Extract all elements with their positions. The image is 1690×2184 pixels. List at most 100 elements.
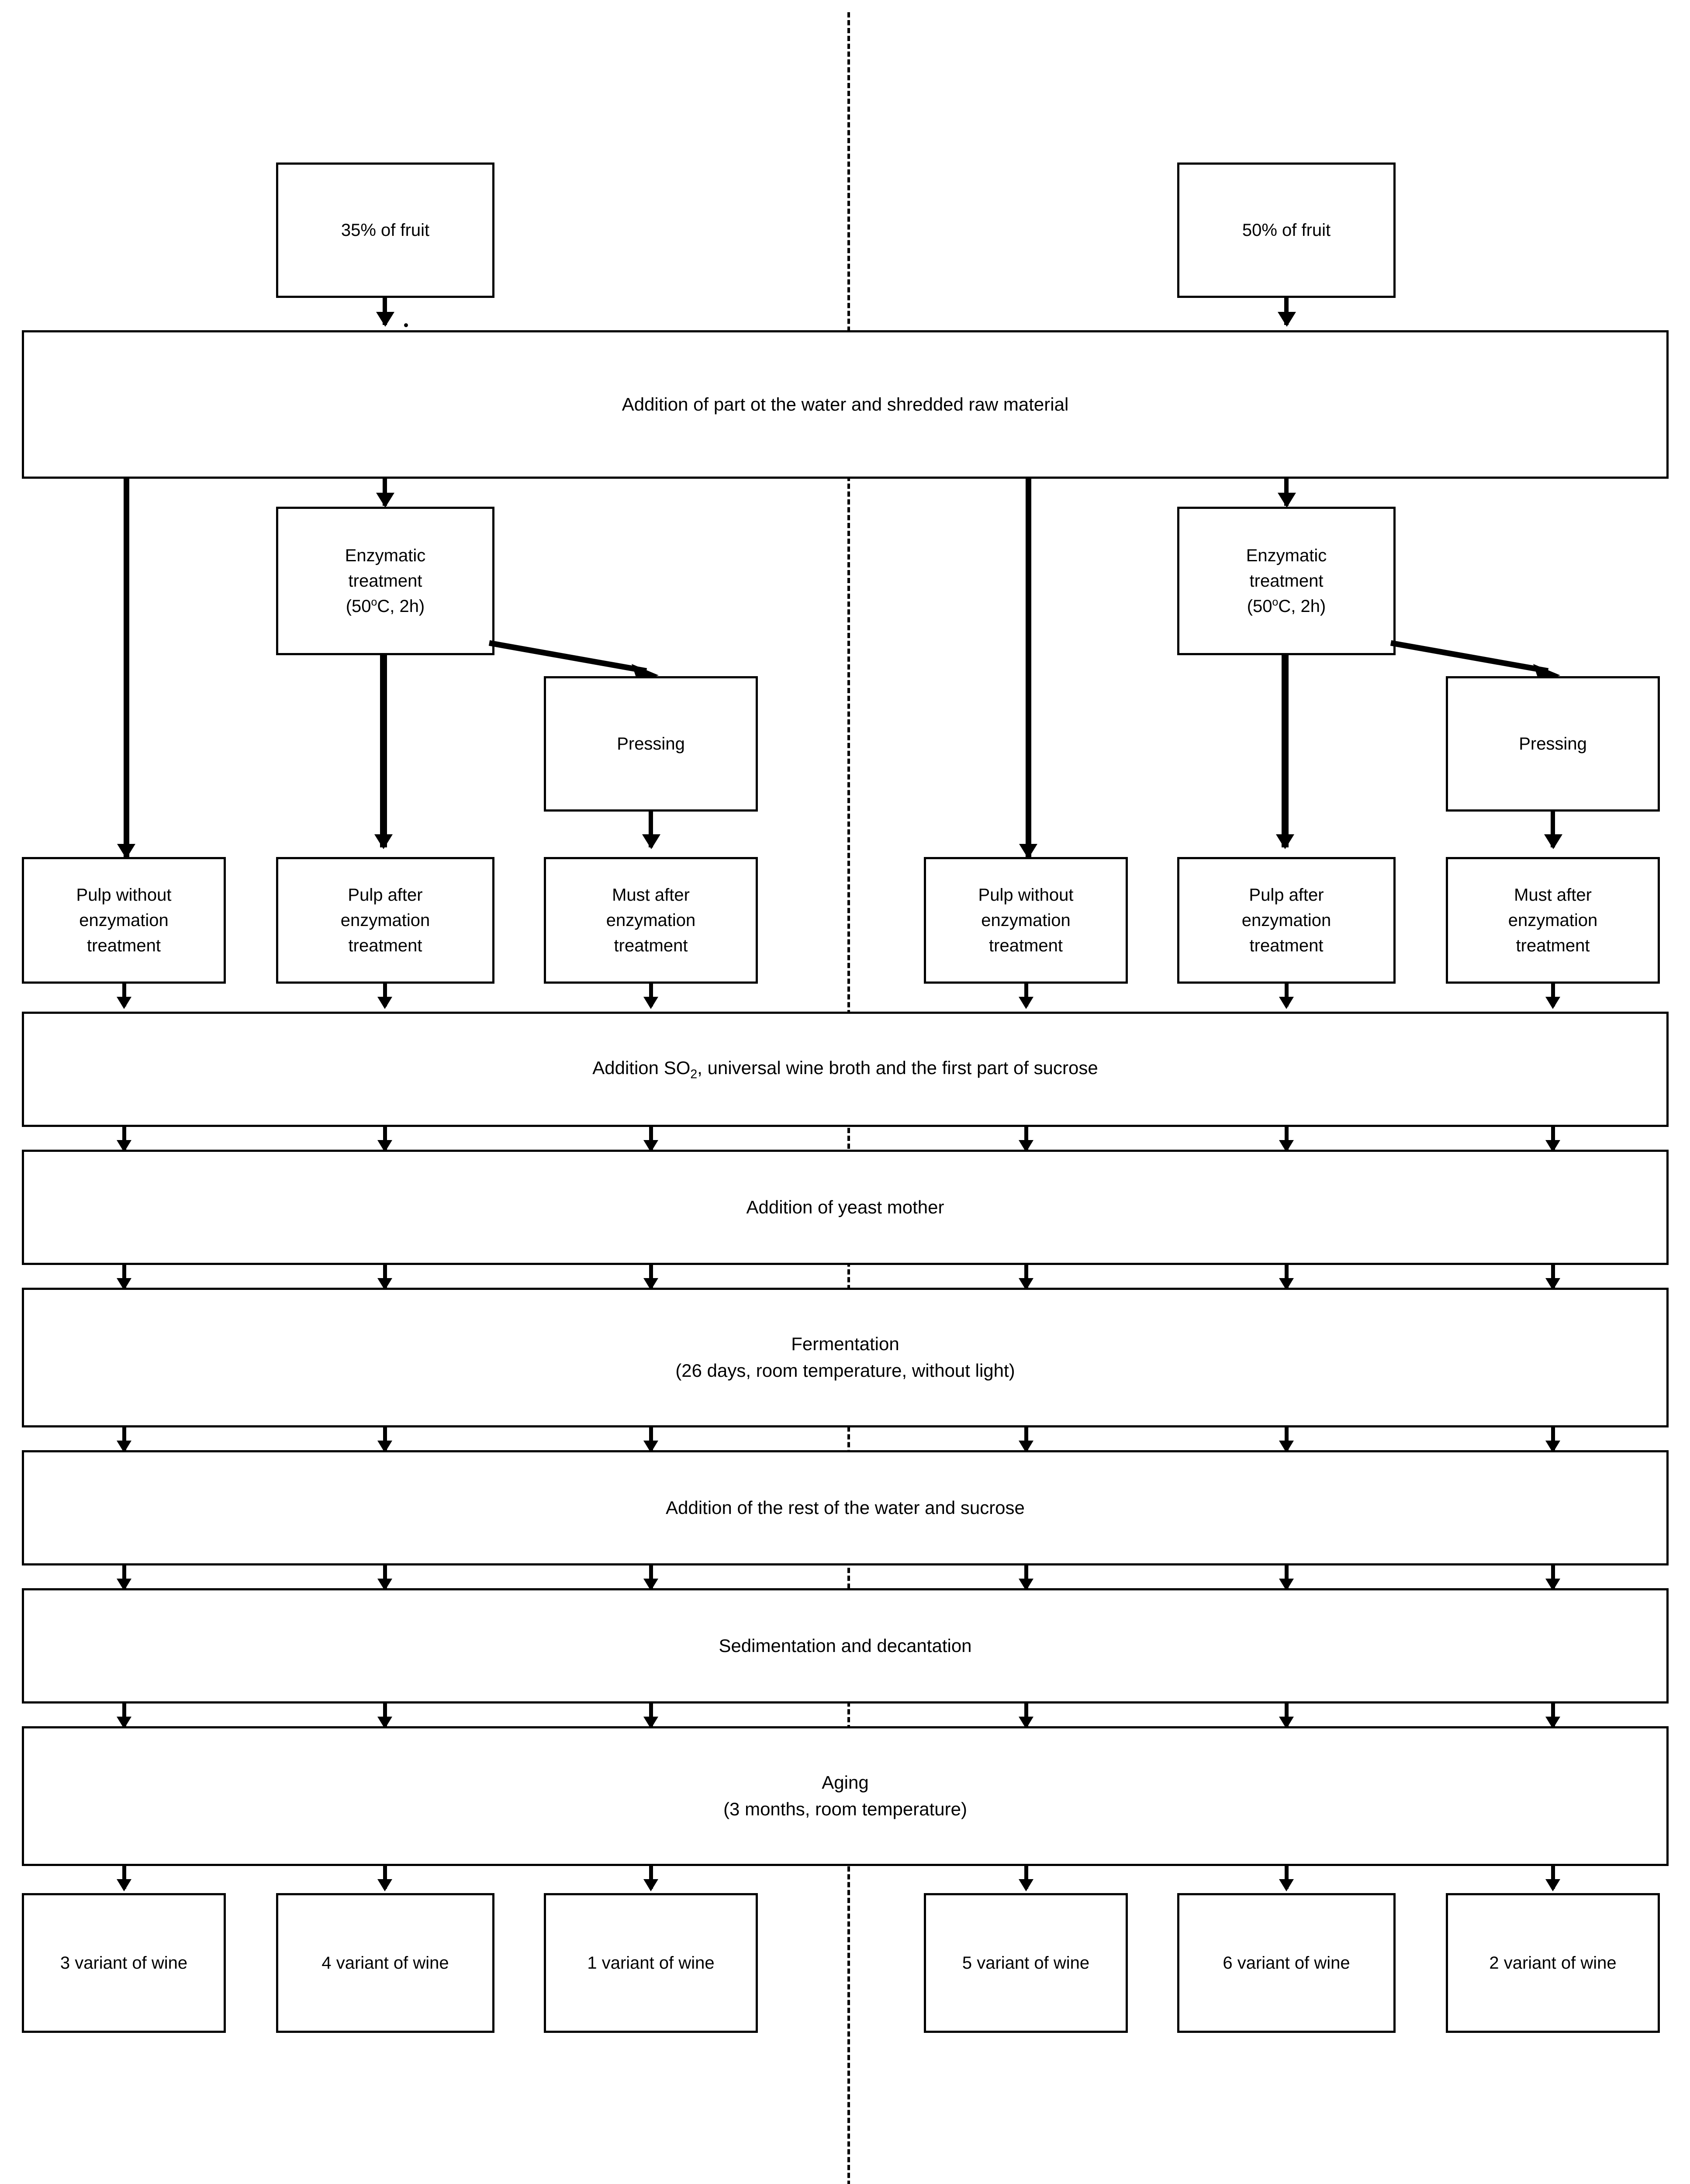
stream-line-1: Must after (1514, 885, 1592, 905)
connector-col0-gap0 (122, 984, 126, 1006)
enzymatic-treatment-box-left: Enzymatic treatment (50oC, 2h) (276, 507, 494, 655)
arrowhead-bypass-right (1019, 844, 1037, 859)
banner-sedimentation: Sedimentation and decantation (22, 1588, 1669, 1704)
stream-line-2: enzymation (1508, 911, 1598, 930)
connector-col5-gap5 (1551, 1704, 1555, 1726)
source-label-left: 35% of fruit (341, 221, 430, 240)
connector-col3-gap0 (1024, 984, 1028, 1006)
source-box-right: 50% of fruit (1177, 162, 1396, 298)
enzymatic-line-3: (50oC, 2h) (1185, 594, 1387, 619)
stream-box-left-2: Must after enzymation treatment (544, 857, 758, 984)
connector-col5-gap4 (1551, 1565, 1555, 1588)
connector-col4-gap2 (1285, 1265, 1289, 1288)
arrowhead-pressing-to-must-left (642, 834, 660, 849)
connector-bypass-right (1026, 479, 1031, 859)
banner-fermentation-line-2: (26 days, room temperature, without ligh… (675, 1360, 1015, 1381)
arrowhead-col4-gap6 (1279, 1879, 1294, 1891)
stream-box-left-0: Pulp without enzymation treatment (22, 857, 226, 984)
connector-col5-gap0 (1551, 984, 1555, 1006)
connector-to-enzymatic-right (1284, 479, 1289, 506)
arrowhead-col2-gap6 (643, 1879, 658, 1891)
connector-col1-gap2 (383, 1265, 387, 1288)
arrowhead-col1-gap0 (377, 997, 392, 1009)
arrowhead-source-right (1278, 312, 1296, 327)
banner-water-shredding: Addition of part ot the water and shredd… (22, 330, 1669, 479)
connector-enzymatic-to-pulp-right (1282, 655, 1289, 847)
stream-box-right-1: Pulp after enzymation treatment (1177, 857, 1396, 984)
connector-source-right (1284, 298, 1289, 325)
variant-box-right-0: 5 variant of wine (924, 1893, 1128, 2033)
banner-so2: Addition SO2, universal wine broth and t… (22, 1012, 1669, 1127)
arrowhead-col3-gap0 (1019, 997, 1033, 1009)
pressing-label: Pressing (1519, 734, 1587, 753)
arrowhead-bypass-left (117, 844, 135, 859)
connector-col4-gap3 (1285, 1427, 1289, 1450)
connector-col1-gap4 (383, 1565, 387, 1588)
connector-to-enzymatic-left (383, 479, 387, 506)
stream-line-3: treatment (989, 936, 1063, 955)
connector-pressing-to-must-left (649, 812, 653, 847)
connector-col5-gap2 (1551, 1265, 1555, 1288)
enzymatic-line-3: (50oC, 2h) (284, 594, 486, 619)
variant-box-left-1: 4 variant of wine (276, 1893, 494, 2033)
connector-col0-gap2 (122, 1265, 126, 1288)
connector-col0-gap3 (122, 1427, 126, 1450)
stream-line-2: enzymation (606, 911, 696, 930)
variant-label: 1 variant of wine (587, 1953, 715, 1973)
stream-line-2: enzymation (1241, 911, 1331, 930)
stream-line-3: treatment (614, 936, 688, 955)
source-box-left: 35% of fruit (276, 162, 494, 298)
stream-line-1: Must after (612, 885, 690, 905)
stream-line-3: treatment (87, 936, 161, 955)
variant-label: 5 variant of wine (962, 1953, 1090, 1973)
variant-label: 4 variant of wine (321, 1953, 449, 1973)
source-label-right: 50% of fruit (1242, 221, 1331, 240)
connector-col2-gap4 (649, 1565, 653, 1588)
connector-source-left (383, 298, 387, 325)
arrowhead-pressing-to-must-right (1544, 834, 1562, 849)
connector-col2-gap2 (649, 1265, 653, 1288)
connector-col5-gap3 (1551, 1427, 1555, 1450)
connector-col3-gap6 (1024, 1866, 1028, 1889)
variant-label: 3 variant of wine (60, 1953, 188, 1973)
arrowhead-col0-gap6 (117, 1879, 131, 1891)
pressing-box-right: Pressing (1446, 676, 1660, 812)
variant-label: 2 variant of wine (1489, 1953, 1617, 1973)
arrowhead-enzymatic-to-pulp-right (1276, 834, 1294, 849)
connector-col1-gap0 (383, 984, 387, 1006)
connector-col0-gap6 (122, 1866, 126, 1889)
arrowhead-enzymatic-to-pulp-left (374, 834, 393, 849)
connector-col4-gap5 (1285, 1704, 1289, 1726)
so2-text-post: , universal wine broth and the first par… (697, 1057, 1098, 1078)
variant-box-left-0: 3 variant of wine (22, 1893, 226, 2033)
banner-yeast-mother-label: Addition of yeast mother (746, 1196, 944, 1217)
banner-rest-water-sucrose-label: Addition of the rest of the water and su… (666, 1497, 1025, 1518)
connector-col3-gap1 (1024, 1127, 1028, 1150)
arrowhead-col3-gap6 (1019, 1879, 1033, 1891)
arrowhead-col5-gap6 (1545, 1879, 1560, 1891)
stream-line-3: treatment (1249, 936, 1324, 955)
connector-col2-gap6 (649, 1866, 653, 1889)
connector-col5-gap6 (1551, 1866, 1555, 1889)
stream-line-1: Pulp without (978, 885, 1074, 905)
degree-icon: o (1272, 596, 1279, 608)
so2-subscript: 2 (690, 1067, 698, 1082)
stream-line-1: Pulp after (348, 885, 423, 905)
variant-box-right-2: 2 variant of wine (1446, 1893, 1660, 2033)
connector-col4-gap4 (1285, 1565, 1289, 1588)
connector-col1-gap6 (383, 1866, 387, 1889)
enzymatic-temp-pre: (50 (346, 597, 371, 616)
enzymatic-line-1: Enzymatic (345, 546, 426, 565)
arrowhead-col5-gap0 (1545, 997, 1560, 1009)
variant-box-right-1: 6 variant of wine (1177, 1893, 1396, 2033)
stream-box-right-2: Must after enzymation treatment (1446, 857, 1660, 984)
banner-yeast-mother: Addition of yeast mother (22, 1150, 1669, 1265)
connector-bypass-left (124, 479, 129, 859)
stream-line-2: enzymation (340, 911, 430, 930)
connector-col0-gap5 (122, 1704, 126, 1726)
enzymatic-line-1: Enzymatic (1246, 546, 1327, 565)
connector-col1-gap1 (383, 1127, 387, 1150)
stream-line-2: enzymation (981, 911, 1071, 930)
variant-label: 6 variant of wine (1223, 1953, 1350, 1973)
